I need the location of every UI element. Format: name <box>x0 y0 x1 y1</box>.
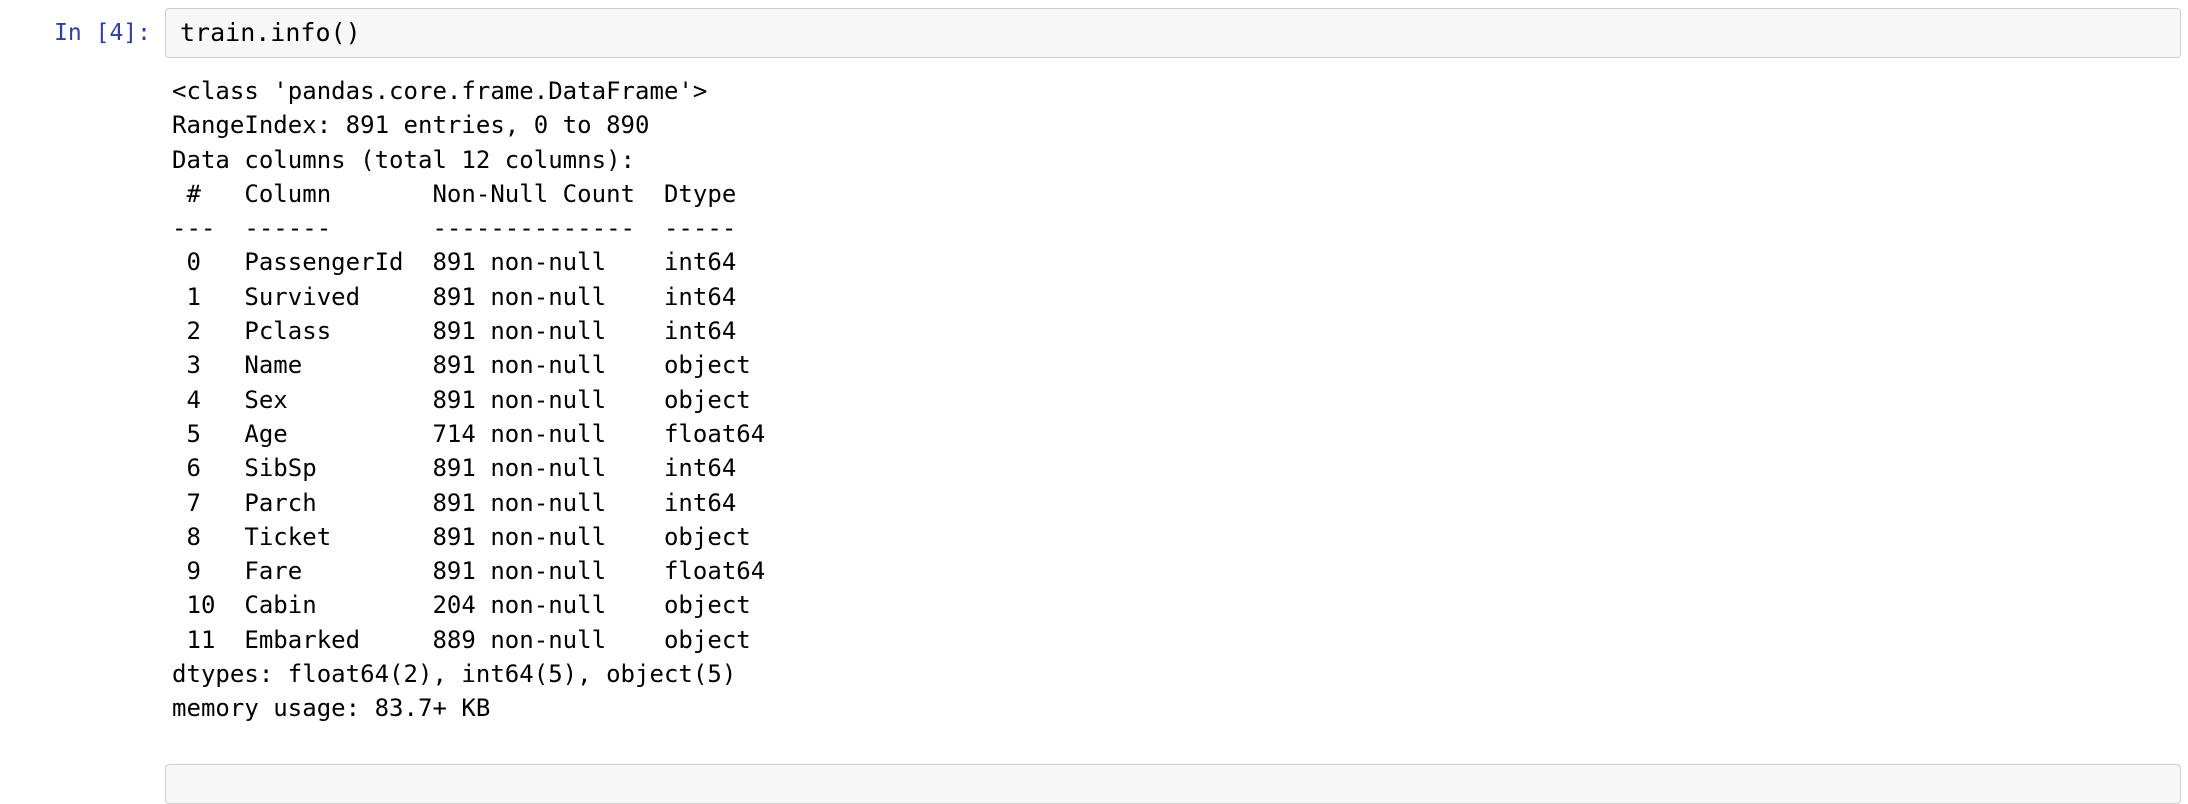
dataframe-info-output: <class 'pandas.core.frame.DataFrame'> Ra… <box>172 77 766 723</box>
next-code-cell-row <box>0 764 2188 804</box>
code-output-area: <class 'pandas.core.frame.DataFrame'> Ra… <box>165 58 2188 726</box>
input-prompt-label: In [4]: <box>54 20 151 46</box>
next-input-prompt-label <box>0 764 165 772</box>
code-cell-output-row: <class 'pandas.core.frame.DataFrame'> Ra… <box>0 58 2188 726</box>
code-input-text[interactable]: train.info() <box>180 18 361 47</box>
code-input-editor[interactable]: train.info() <box>165 8 2181 58</box>
next-code-input-editor[interactable] <box>165 764 2181 804</box>
code-cell-input-row: In [4]: train.info() <box>0 0 2188 58</box>
